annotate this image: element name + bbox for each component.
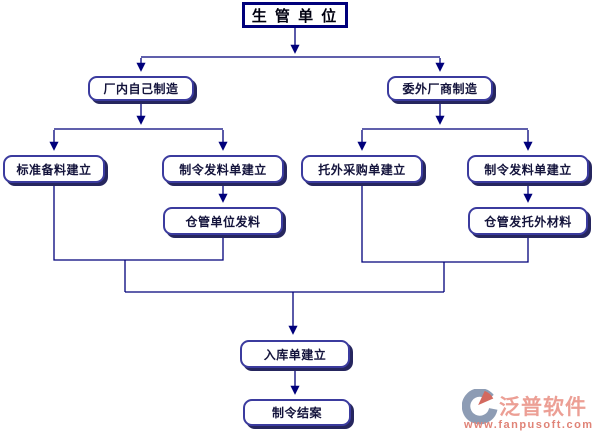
fanpu-logo-icon: [462, 389, 498, 425]
node-workorder-close: 制令结案: [243, 399, 351, 426]
node-workorder-issue-right: 制令发料单建立: [467, 155, 589, 183]
node-outsource-purchase-order: 托外采购单建立: [301, 155, 423, 183]
fanpu-logo: 泛普软件 www.fanpusoft.com: [462, 389, 604, 437]
fanpu-url-text: www.fanpusoft.com: [464, 419, 594, 431]
node-outsourced-manufacture: 委外厂商制造: [387, 76, 493, 101]
node-receipt-entry: 入库单建立: [240, 340, 350, 368]
node-warehouse-issue-outsourced: 仓管发托外材料: [468, 207, 588, 235]
node-warehouse-issue: 仓管单位发料: [163, 207, 283, 235]
node-standard-material-setup: 标准备料建立: [3, 155, 105, 183]
node-inhouse-manufacture: 厂内自己制造: [88, 76, 194, 101]
fanpu-brand-text: 泛普软件: [499, 396, 587, 419]
node-workorder-issue-left: 制令发料单建立: [162, 155, 284, 183]
node-production-mgmt-unit: 生 管 单 位: [242, 2, 348, 28]
